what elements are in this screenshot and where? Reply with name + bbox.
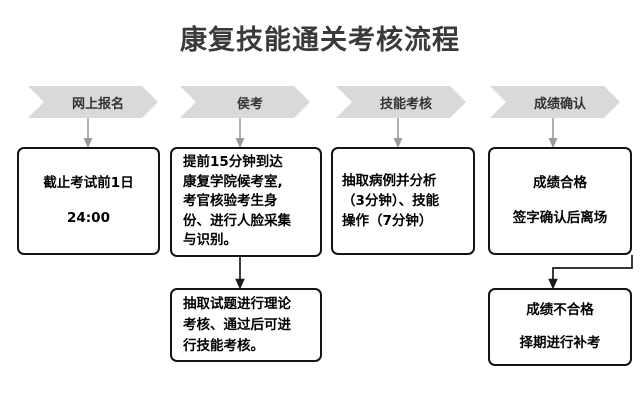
box-line: 成绩不合格 [526, 302, 594, 318]
stage-chevron-waiting[interactable]: 侯考 [180, 86, 310, 118]
box-line: 择期进行补考 [519, 335, 601, 351]
stage-chevron-label: 成绩确认 [533, 96, 586, 112]
stage-chevron-label: 网上报名 [71, 96, 124, 112]
box-line: 截止考试前1日 [43, 175, 134, 191]
box-text: 提前15分钟到达 康复学院候考室, 考官核验考生身 份、进行人脸采集 与识别。 [183, 154, 291, 249]
page-title: 康复技能通关考核流程 [180, 25, 460, 56]
box-line: 24:00 [67, 210, 110, 226]
stage-chevron-skill-exam[interactable]: 技能考核 [336, 86, 466, 118]
box-stage2-primary[interactable]: 提前15分钟到达 康复学院候考室, 考官核验考生身 份、进行人脸采集 与识别。 [170, 147, 322, 257]
box-stage1-primary[interactable]: 截止考试前1日 24:00 [17, 147, 160, 255]
box-text: 抽取试题进行理论 考核、通过后可进 行技能考核。 [183, 295, 291, 354]
box-stage4-secondary[interactable]: 成绩不合格 择期进行补考 [488, 288, 632, 366]
stage-chevron-label: 侯考 [236, 96, 263, 112]
box-stage2-secondary[interactable]: 抽取试题进行理论 考核、通过后可进 行技能考核。 [170, 288, 322, 362]
stage-chevron-online-registration[interactable]: 网上报名 [28, 86, 158, 118]
stage-chevron-label: 技能考核 [379, 96, 432, 112]
stage-chevron-score-confirm[interactable]: 成绩确认 [490, 86, 620, 118]
box-line: 签字确认后离场 [512, 210, 608, 226]
box-text: 抽取病例并分析 （3分钟）、技能 操作（7分钟） [342, 173, 440, 229]
box-line: 成绩合格 [533, 175, 587, 191]
box-stage3-primary[interactable]: 抽取病例并分析 （3分钟）、技能 操作（7分钟） [331, 147, 475, 255]
box-stage4-primary[interactable]: 成绩合格 签字确认后离场 [488, 147, 632, 255]
